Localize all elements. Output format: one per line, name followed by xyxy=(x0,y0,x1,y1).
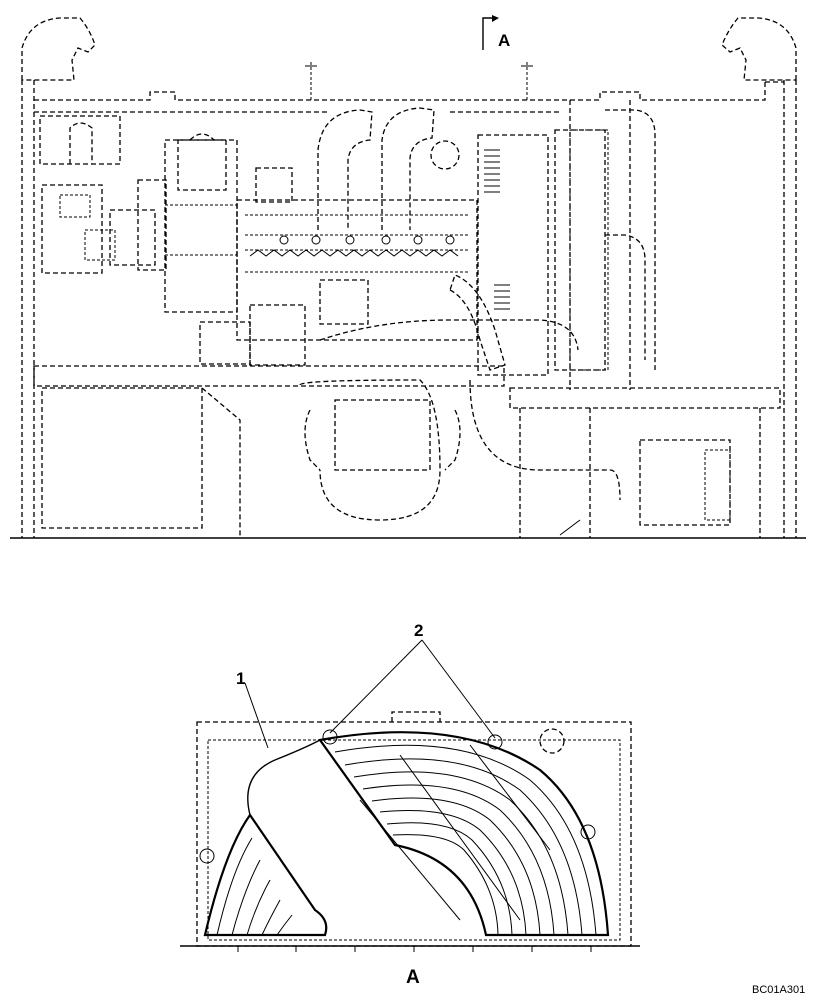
engine-mount-left xyxy=(199,321,251,365)
engine-block-ribs xyxy=(245,214,470,273)
fan-guard-small xyxy=(199,813,328,937)
engine-bolt-2 xyxy=(311,235,321,245)
air-filter-cap xyxy=(177,139,227,191)
fan-blades-upper xyxy=(484,149,500,193)
fan-shroud xyxy=(477,134,549,376)
engine-bolt-5 xyxy=(413,235,423,245)
top-rail xyxy=(34,82,766,101)
figure-code: BC01A301 xyxy=(752,984,805,996)
callout-1-leader xyxy=(244,682,269,749)
hydraulic-tank-filter xyxy=(704,449,731,521)
drain-valve xyxy=(559,519,581,536)
section-arrow xyxy=(482,17,494,50)
radiator-side-pipe xyxy=(605,234,646,360)
engine-block xyxy=(236,199,478,341)
radiator xyxy=(554,129,606,371)
turbo-housing xyxy=(255,167,293,203)
alternator-body xyxy=(41,184,103,274)
section-label: A xyxy=(498,31,510,50)
hydraulic-pump xyxy=(334,399,431,471)
right-frame-rail xyxy=(509,387,781,409)
fuel-tank-strut xyxy=(201,387,241,538)
starter-mount xyxy=(137,179,167,271)
fuel-tank xyxy=(41,387,203,529)
starter-body xyxy=(109,209,156,266)
left-bracket xyxy=(39,115,121,165)
right-cab-outline xyxy=(721,17,797,81)
left-bracket-arch xyxy=(69,122,93,164)
detail-view-a: 1 2 A xyxy=(180,621,640,988)
pump-housing-outline xyxy=(299,379,441,521)
view-label: A xyxy=(406,967,420,988)
engine-bolt-6 xyxy=(445,235,455,245)
callout-2-leader-right xyxy=(421,639,496,739)
callout-2-label: 2 xyxy=(414,621,423,640)
hydraulic-tank xyxy=(639,439,731,526)
air-filter-top xyxy=(189,133,215,141)
guard-inner-frame xyxy=(207,739,621,941)
alternator-pulley xyxy=(84,229,116,261)
coolant-line xyxy=(319,319,579,351)
lower-return-hose xyxy=(469,379,621,501)
top-bracket xyxy=(391,711,441,722)
top-right-boss xyxy=(539,728,565,754)
engine-bolt-1 xyxy=(279,235,289,245)
engine-bolt-4 xyxy=(381,235,391,245)
alternator-detail xyxy=(59,194,91,218)
fan-blades-lower xyxy=(494,284,510,310)
fuel-injector-line xyxy=(249,249,459,257)
radiator-core xyxy=(569,129,609,371)
guard-opening-outline xyxy=(247,739,396,846)
air-filter-box xyxy=(164,139,238,313)
intake-hose-1 xyxy=(317,109,373,230)
oil-filter xyxy=(319,279,369,325)
ground-ticks xyxy=(237,946,592,952)
radiator-upper-pipe xyxy=(605,109,656,370)
engine-mount-support xyxy=(249,304,306,366)
lower-frame-posts xyxy=(519,408,761,538)
callout-1-label: 1 xyxy=(236,669,245,688)
intake-hose-2 xyxy=(381,107,435,230)
pump-brackets xyxy=(304,409,461,471)
mid-frame-rail xyxy=(33,365,505,387)
engine-bolt-3 xyxy=(345,235,355,245)
top-view: A xyxy=(10,15,806,539)
water-pump xyxy=(430,140,460,170)
section-arrowhead xyxy=(492,15,499,22)
callout-2-leader-left xyxy=(329,639,423,734)
fan-guard-large xyxy=(318,729,610,937)
lower-hose xyxy=(449,274,506,371)
left-cab-outline xyxy=(21,17,96,81)
